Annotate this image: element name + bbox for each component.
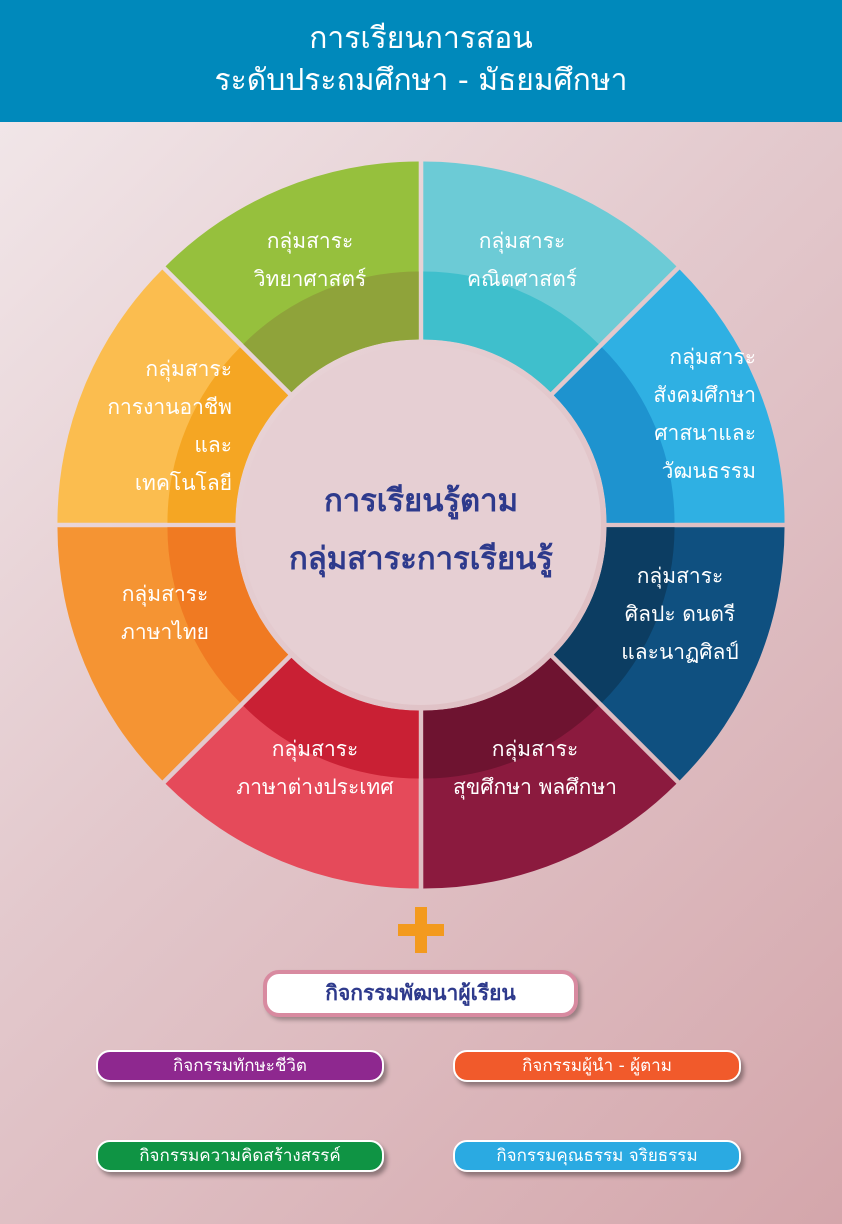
segment-label-health: กลุ่มสาระสุขศึกษา พลศึกษา <box>453 730 617 806</box>
segment-career-tech <box>57 269 289 523</box>
segment-label-line: และ <box>194 433 232 457</box>
segment-label-line: กลุ่มสาระ <box>636 564 724 588</box>
segment-label-line: ศาสนาและ <box>654 421 756 445</box>
plus-icon <box>398 907 444 953</box>
segment-label-line: กลุ่มสาระ <box>266 229 354 253</box>
segment-label-line: กลุ่มสาระ <box>478 229 566 253</box>
segment-inner-band-arts <box>553 527 675 703</box>
segment-arts <box>553 527 785 781</box>
segment-label-line: คณิตศาสตร์ <box>466 267 578 291</box>
title-line-1: การเรียนการสอน <box>309 21 533 56</box>
segment-label-line: กลุ่มสาระ <box>491 737 579 761</box>
segment-health <box>423 657 677 889</box>
segment-label-line: ศิลปะ ดนตรี <box>624 602 736 626</box>
segment-inner-band-math <box>423 271 599 393</box>
activity-life-skills: กิจกรรมทักษะชีวิต <box>96 1050 384 1082</box>
wheel-center-title: การเรียนรู้ตาม กลุ่มสาระการเรียนรู้ <box>289 472 553 588</box>
segment-thai <box>57 527 289 781</box>
activity-morality-ethics: กิจกรรมคุณธรรม จริยธรรม <box>453 1140 741 1172</box>
segment-label-line: การงานอาชีพ <box>107 395 232 419</box>
segment-label-line: กลุ่มสาระ <box>669 345 756 369</box>
center-line-1: การเรียนรู้ตาม <box>323 483 519 519</box>
title-line-2: ระดับประถมศึกษา - มัธยมศึกษา <box>214 63 628 98</box>
segment-inner-band-social <box>553 347 675 523</box>
segment-inner-band-career-tech <box>167 347 289 523</box>
segment-label-line: กลุ่มสาระ <box>145 357 232 381</box>
segment-label-line: ภาษาไทย <box>121 620 209 644</box>
segment-label-foreign-language: กลุ่มสาระภาษาต่างประเทศ <box>236 730 393 806</box>
segment-label-line: และนาฏศิลป์ <box>621 640 739 664</box>
wheel-center-circle <box>241 345 601 705</box>
segment-label-line: สังคมศึกษา <box>653 383 756 407</box>
segment-inner-band-health <box>423 657 599 779</box>
activity-leader-follower: กิจกรรมผู้นำ - ผู้ตาม <box>453 1050 741 1082</box>
segment-label-line: กลุ่มสาระ <box>271 737 359 761</box>
segment-label-thai: กลุ่มสาระภาษาไทย <box>121 575 209 651</box>
header-banner: การเรียนการสอน ระดับประถมศึกษา - มัธยมศึ… <box>0 0 842 122</box>
segment-label-line: สุขศึกษา พลศึกษา <box>453 775 617 799</box>
center-line-2: กลุ่มสาระการเรียนรู้ <box>289 541 553 577</box>
student-development-badge: กิจกรรมพัฒนาผู้เรียน <box>263 970 578 1017</box>
segment-label-math: กลุ่มสาระคณิตศาสตร์ <box>467 222 577 298</box>
segment-label-line: เทคโนโลยี <box>134 471 232 495</box>
segment-label-line: วิทยาศาสตร์ <box>253 267 367 291</box>
segment-foreign-language <box>165 657 419 889</box>
activity-creativity: กิจกรรมความคิดสร้างสรรค์ <box>96 1140 384 1172</box>
segment-inner-band-science <box>243 271 419 393</box>
segment-inner-band-foreign-language <box>243 657 419 779</box>
learning-areas-wheel <box>57 161 785 889</box>
segment-social <box>553 269 785 523</box>
segment-label-arts: กลุ่มสาระศิลปะ ดนตรีและนาฏศิลป์ <box>621 557 738 671</box>
segment-label-line: วัฒนธรรม <box>661 459 756 483</box>
segment-label-career-tech: กลุ่มสาระการงานอาชีพและเทคโนโลยี <box>92 350 232 502</box>
segment-label-social: กลุ่มสาระสังคมศึกษาศาสนาและวัฒนธรรม <box>598 338 756 490</box>
segment-label-line: กลุ่มสาระ <box>121 582 209 606</box>
segment-science <box>165 161 419 393</box>
segment-label-science: กลุ่มสาระวิทยาศาสตร์ <box>254 222 367 298</box>
segment-inner-band-thai <box>167 527 289 703</box>
segment-label-line: ภาษาต่างประเทศ <box>236 775 394 799</box>
segment-math <box>423 161 677 393</box>
